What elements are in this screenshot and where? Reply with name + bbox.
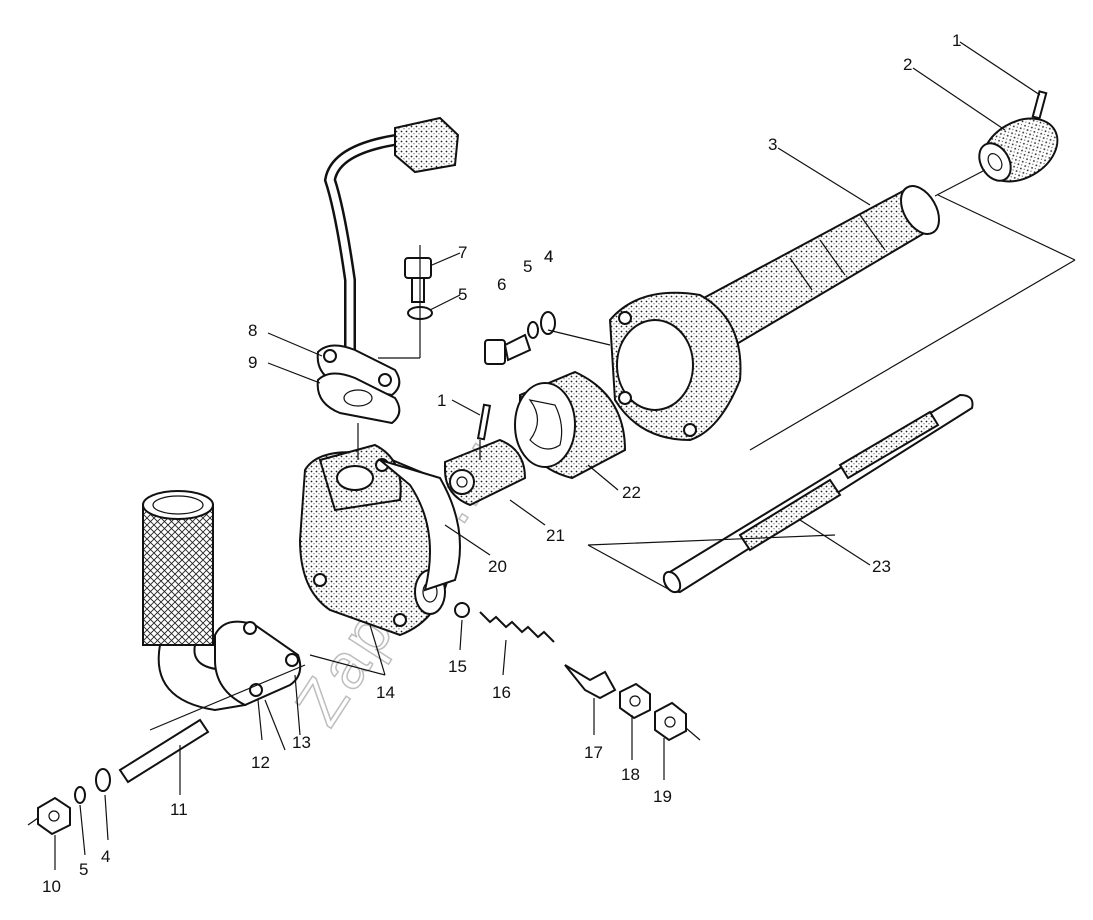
callout-7: 7	[458, 243, 467, 262]
callout-4-mid: 4	[544, 247, 553, 266]
callout-5-lower: 5	[79, 860, 88, 879]
washer-4-lower	[95, 768, 111, 792]
pin-top	[1031, 90, 1048, 120]
pump-cover	[608, 291, 742, 442]
callout-3: 3	[768, 135, 777, 154]
callout-18: 18	[621, 765, 640, 784]
callout-5-upper: 5	[458, 285, 467, 304]
callout-23: 23	[872, 557, 891, 576]
callout-12: 12	[251, 753, 270, 772]
drive-gear	[978, 117, 1059, 183]
outer-rotor	[514, 370, 627, 480]
leader-lines	[27, 41, 1076, 870]
callout-22: 22	[622, 483, 641, 502]
bolt-6	[484, 333, 532, 365]
stud-11	[118, 718, 210, 784]
callout-10: 10	[42, 877, 61, 896]
callout-13: 13	[292, 733, 311, 752]
callout-4-lower: 4	[101, 847, 110, 866]
callout-11: 11	[170, 800, 188, 819]
washer-4-mid	[540, 311, 556, 335]
check-ball	[454, 602, 470, 618]
callout-16: 16	[492, 683, 511, 702]
callout-15: 15	[448, 657, 467, 676]
callout-19: 19	[653, 787, 672, 806]
relief-spring	[479, 611, 555, 643]
callout-17: 17	[584, 743, 603, 762]
nut-10	[37, 796, 71, 836]
callout-4-upper: 4	[544, 247, 553, 266]
callout-8: 8	[248, 321, 257, 340]
callout-21: 21	[546, 526, 565, 545]
pump-drive-shaft	[662, 393, 974, 594]
callout-1-mid: 1	[437, 391, 446, 410]
spring-washer-5-lower	[74, 786, 86, 804]
bolt-7	[404, 257, 432, 303]
inner-rotor	[444, 438, 527, 507]
callout-1-top: 1	[952, 31, 961, 50]
callout-6: 6	[497, 275, 506, 294]
callout-5-mid: 5	[523, 257, 532, 276]
flange-gasket	[316, 372, 401, 425]
drive-shaft	[698, 185, 940, 347]
callout-9: 9	[248, 353, 257, 372]
pin-middle	[476, 403, 492, 441]
cap-nut-19	[654, 701, 687, 742]
lock-nut-18	[619, 682, 651, 720]
body-gasket	[379, 459, 461, 592]
adjusting-screw	[564, 664, 617, 700]
callout-20: 20	[488, 557, 507, 576]
oil-strainer	[142, 490, 247, 712]
callout-labels: 1 2 3 4 5 6 7 5 4 8 9 1 20 21 22 23 12 1…	[42, 31, 961, 896]
callout-2: 2	[903, 55, 912, 74]
callout-14: 14	[376, 683, 395, 702]
spring-washer-5-mid	[527, 321, 539, 339]
oil-pipe	[323, 116, 460, 365]
